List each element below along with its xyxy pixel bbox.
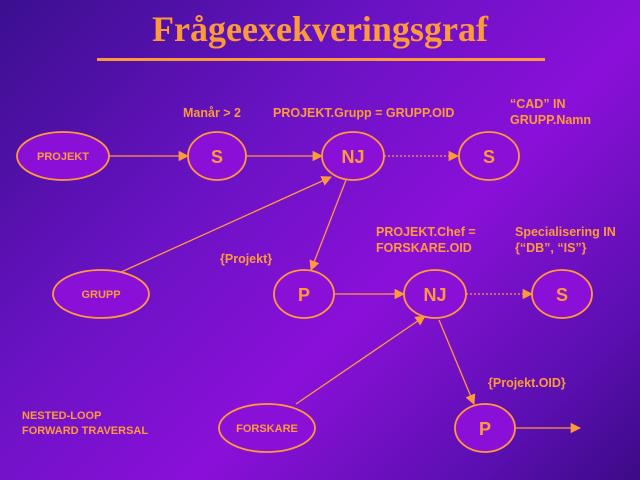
node-label-s1: S	[211, 147, 223, 167]
label-spec-line2: {“DB”, “IS”}	[515, 241, 587, 255]
edge-nj1-p1	[309, 179, 347, 271]
label-cad: “CAD” IN GRUPP.Namn	[510, 96, 591, 128]
edge-grupp-nj1	[107, 176, 332, 279]
label-projekt-oid: {Projekt.OID}	[488, 376, 566, 390]
label-chef-line2: FORSKARE.OID	[376, 241, 472, 255]
page-title: Frågeexekveringsgraf	[152, 9, 488, 49]
label-method: NESTED-LOOP FORWARD TRAVERSAL	[22, 409, 148, 439]
label-grupp-join: PROJEKT.Grupp = GRUPP.OID	[273, 106, 455, 120]
node-s3	[531, 269, 593, 319]
node-s2	[458, 131, 520, 181]
label-chef: PROJEKT.Chef = FORSKARE.OID	[376, 224, 476, 256]
node-p1	[273, 269, 335, 319]
node-label-forskare: FORSKARE	[236, 423, 298, 435]
node-label-projekt: PROJEKT	[37, 151, 89, 163]
node-label-grupp: GRUPP	[81, 289, 120, 301]
node-nj1	[321, 131, 385, 181]
node-label-nj1: NJ	[341, 147, 364, 167]
label-chef-line1: PROJEKT.Chef =	[376, 225, 476, 239]
node-label-p2: P	[479, 419, 491, 439]
label-projekt-set: {Projekt}	[220, 252, 273, 266]
edge-forskare-nj2	[295, 315, 426, 405]
label-specialisering: Specialisering IN {“DB”, “IS”}	[515, 224, 616, 256]
node-forskare	[218, 403, 316, 453]
node-nj2	[403, 269, 467, 319]
label-method-line1: NESTED-LOOP	[22, 410, 102, 422]
label-spec-line1: Specialisering IN	[515, 225, 616, 239]
label-manar: Manår > 2	[183, 106, 242, 120]
title-underline	[97, 58, 545, 61]
node-p2	[454, 403, 516, 453]
node-label-p1: P	[298, 285, 310, 305]
node-s1	[187, 131, 247, 181]
node-label-s3: S	[556, 285, 568, 305]
label-cad-line1: “CAD” IN	[510, 97, 566, 111]
node-label-s2: S	[483, 147, 495, 167]
node-label-nj2: NJ	[423, 285, 446, 305]
node-projekt	[16, 131, 110, 181]
edge-nj2-p2	[438, 319, 476, 405]
label-cad-line2: GRUPP.Namn	[510, 113, 592, 127]
node-grupp	[52, 269, 150, 319]
label-method-line2: FORWARD TRAVERSAL	[22, 425, 149, 437]
